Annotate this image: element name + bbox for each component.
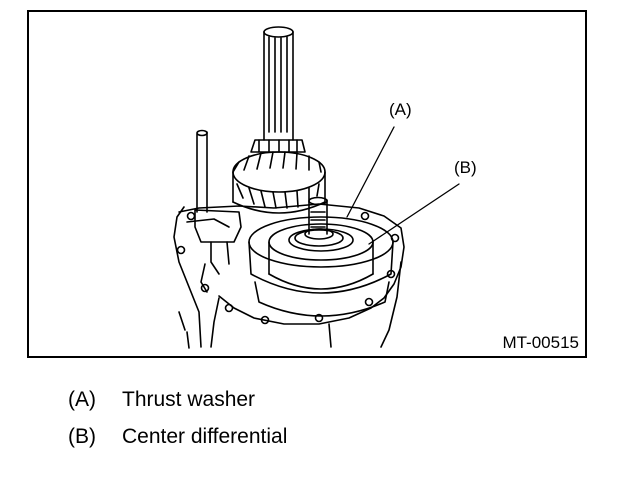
helical-gear <box>232 151 326 214</box>
legend-text-a: Thrust washer <box>122 388 256 411</box>
legend-row-b: (B) Center differential <box>68 425 287 462</box>
callout-leaders <box>346 126 460 245</box>
center-differential-illustration <box>173 26 460 349</box>
shift-rod <box>194 129 242 293</box>
main-shaft <box>250 26 306 153</box>
legend: (A) Thrust washer (B) Center differentia… <box>68 388 287 462</box>
legend-row-a: (A) Thrust washer <box>68 388 287 425</box>
callout-label-b: (B) <box>454 158 477 177</box>
figure-frame: (A) (B) MT-00515 <box>27 10 587 358</box>
center-differential <box>248 216 394 317</box>
transmission-case <box>173 203 405 349</box>
legend-key-b: (B) <box>68 425 96 448</box>
legend-key-a: (A) <box>68 388 96 411</box>
legend-text-b: Center differential <box>122 425 288 448</box>
callout-label-a: (A) <box>389 100 412 119</box>
thrust-washer <box>304 196 334 240</box>
figure-id-label: MT-00515 <box>502 333 579 352</box>
